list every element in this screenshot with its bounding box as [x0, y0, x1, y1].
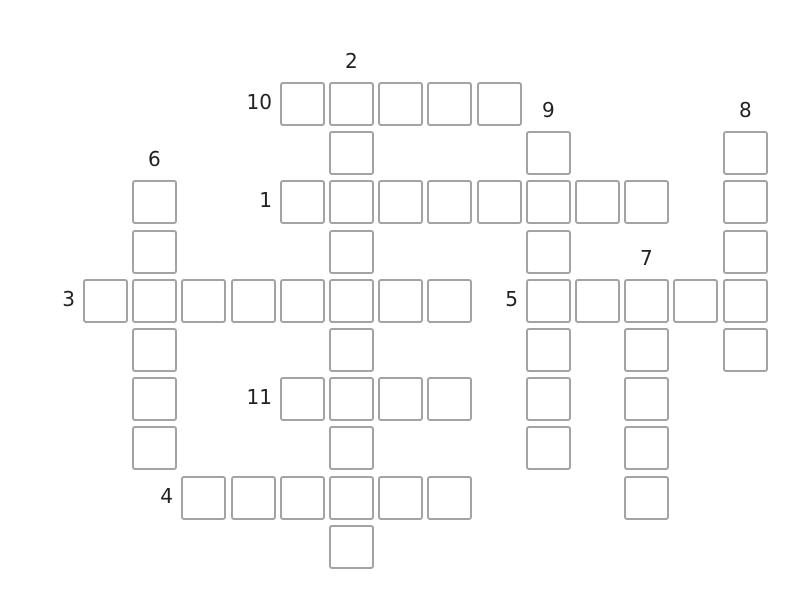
crossword-cell[interactable]	[526, 279, 571, 323]
crossword-cell[interactable]	[624, 279, 669, 323]
crossword-cell[interactable]	[723, 328, 768, 372]
crossword-cell[interactable]	[329, 180, 374, 224]
crossword-cell[interactable]	[329, 525, 374, 569]
crossword-cell[interactable]	[575, 180, 620, 224]
crossword-cell[interactable]	[231, 279, 276, 323]
crossword-cell[interactable]	[329, 426, 374, 470]
clue-number-6: 6	[148, 147, 161, 171]
crossword-cell[interactable]	[132, 279, 177, 323]
crossword-cell[interactable]	[280, 476, 325, 520]
crossword-cell[interactable]	[181, 476, 226, 520]
crossword-cell[interactable]	[378, 180, 423, 224]
crossword-cell[interactable]	[624, 377, 669, 421]
clue-number-10: 10	[246, 90, 272, 114]
crossword-cell[interactable]	[477, 82, 522, 126]
crossword-cell[interactable]	[329, 82, 374, 126]
clue-number-4: 4	[160, 484, 173, 508]
crossword-cell[interactable]	[132, 377, 177, 421]
crossword-cell[interactable]	[427, 180, 472, 224]
clue-number-9: 9	[542, 98, 555, 122]
crossword-cell[interactable]	[723, 279, 768, 323]
crossword-cell[interactable]	[329, 279, 374, 323]
crossword-cell[interactable]	[329, 328, 374, 372]
crossword-cell[interactable]	[83, 279, 128, 323]
crossword-cell[interactable]	[624, 476, 669, 520]
crossword-cell[interactable]	[329, 476, 374, 520]
crossword-cell[interactable]	[132, 426, 177, 470]
crossword-cell[interactable]	[427, 82, 472, 126]
crossword-cell[interactable]	[526, 131, 571, 175]
crossword-cell[interactable]	[181, 279, 226, 323]
clue-number-1: 1	[259, 188, 272, 212]
crossword-cell[interactable]	[427, 377, 472, 421]
crossword-cell[interactable]	[378, 82, 423, 126]
crossword-cell[interactable]	[526, 377, 571, 421]
crossword-cell[interactable]	[624, 180, 669, 224]
crossword-cell[interactable]	[329, 131, 374, 175]
crossword-cell[interactable]	[526, 180, 571, 224]
crossword-cell[interactable]	[231, 476, 276, 520]
crossword-cell[interactable]	[673, 279, 718, 323]
crossword-cell[interactable]	[280, 279, 325, 323]
crossword-cell[interactable]	[378, 279, 423, 323]
clue-number-3: 3	[62, 287, 75, 311]
crossword-cell[interactable]	[280, 377, 325, 421]
crossword-cell[interactable]	[132, 180, 177, 224]
crossword-cell[interactable]	[427, 279, 472, 323]
crossword-cell[interactable]	[624, 328, 669, 372]
crossword-cell[interactable]	[329, 230, 374, 274]
crossword-cell[interactable]	[723, 180, 768, 224]
crossword-cell[interactable]	[378, 476, 423, 520]
clue-number-5: 5	[505, 287, 518, 311]
crossword-cell[interactable]	[526, 328, 571, 372]
crossword-cell[interactable]	[575, 279, 620, 323]
crossword-cell[interactable]	[427, 476, 472, 520]
crossword-cell[interactable]	[526, 426, 571, 470]
crossword-cell[interactable]	[132, 230, 177, 274]
crossword-cell[interactable]	[329, 377, 374, 421]
crossword-cell[interactable]	[378, 377, 423, 421]
clue-number-11: 11	[246, 385, 272, 409]
clue-number-8: 8	[739, 98, 752, 122]
crossword-cell[interactable]	[280, 82, 325, 126]
crossword-cell[interactable]	[280, 180, 325, 224]
crossword-cell[interactable]	[723, 230, 768, 274]
crossword-cell[interactable]	[477, 180, 522, 224]
crossword-cell[interactable]	[624, 426, 669, 470]
crossword-cell[interactable]	[132, 328, 177, 372]
crossword-cell[interactable]	[526, 230, 571, 274]
clue-number-2: 2	[345, 49, 358, 73]
crossword-cell[interactable]	[723, 131, 768, 175]
clue-number-7: 7	[640, 246, 653, 270]
